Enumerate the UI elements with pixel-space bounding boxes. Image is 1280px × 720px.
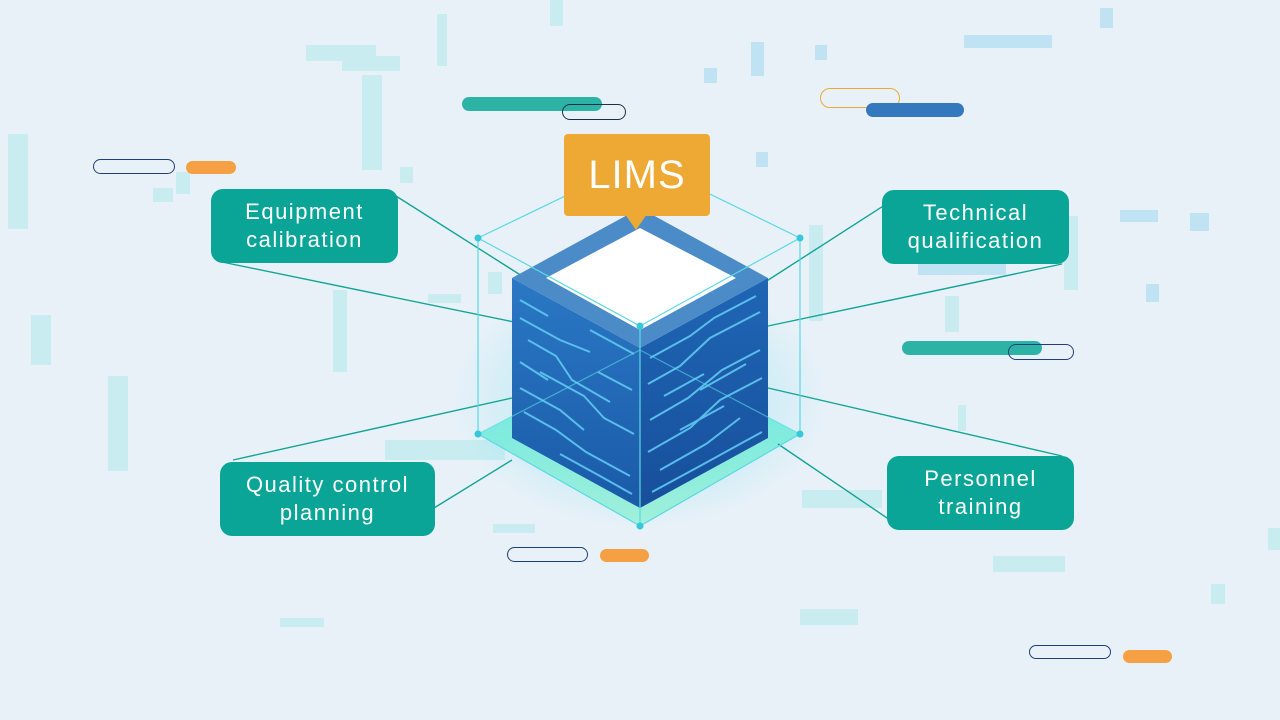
- decor-bar: [964, 35, 1052, 48]
- connector-line: [767, 263, 1063, 327]
- decor-bar: [1211, 584, 1225, 604]
- decor-pill: [1029, 645, 1111, 659]
- wireframe-nodes: [474, 234, 804, 530]
- decor-bar: [488, 272, 502, 294]
- decor-bar: [756, 152, 768, 167]
- connector-line: [221, 261, 515, 323]
- connector-line: [232, 397, 513, 461]
- label-equipment-calibration: Equipment calibration: [211, 189, 398, 263]
- label-personnel-training: Personnel training: [887, 456, 1074, 530]
- decor-bar: [342, 56, 400, 71]
- connector-line: [761, 191, 906, 285]
- decor-bar: [176, 172, 190, 194]
- decor-bar: [280, 618, 324, 627]
- decor-bar: [802, 490, 882, 508]
- decor-bar: [8, 134, 28, 229]
- label-technical-qualification: Technical qualification: [882, 190, 1069, 264]
- decor-pill: [820, 88, 900, 108]
- label-quality-control-planning: Quality control planning: [220, 462, 435, 536]
- decor-bar: [362, 75, 382, 170]
- decor-pill: [902, 341, 1042, 355]
- decor-bar: [1120, 210, 1158, 222]
- decor-bar: [1146, 284, 1159, 302]
- decor-bar: [800, 609, 858, 625]
- decor-pill: [1123, 650, 1172, 663]
- decor-bar: [993, 556, 1065, 572]
- decor-bar: [31, 315, 51, 365]
- decor-pill: [186, 161, 236, 174]
- decor-bar: [945, 296, 959, 332]
- decor-bar: [815, 45, 827, 60]
- decor-pill: [1008, 344, 1074, 360]
- decor-pill: [562, 104, 626, 120]
- connector-line: [767, 387, 1063, 457]
- decor-bar: [493, 524, 535, 533]
- decor-bar: [1268, 528, 1280, 550]
- decor-bar: [1190, 213, 1209, 231]
- decor-pill: [93, 159, 175, 174]
- decor-pill: [507, 547, 588, 562]
- lims-title: LIMS: [564, 134, 710, 216]
- decor-bar: [918, 264, 1006, 275]
- circuit-lines-left: [519, 299, 635, 495]
- decor-bar: [333, 290, 347, 372]
- cube-right-face: [640, 278, 768, 508]
- cube-top: [546, 228, 736, 330]
- decor-pill: [866, 103, 964, 117]
- decor-bar: [428, 294, 461, 303]
- decor-bar: [153, 188, 173, 202]
- cube-left-face: [512, 278, 640, 508]
- connector-line: [777, 443, 891, 521]
- connector-lines: [221, 191, 1063, 521]
- decor-bar: [704, 68, 717, 83]
- decor-bar: [751, 42, 764, 76]
- decor-bar: [400, 167, 413, 183]
- decor-bar: [809, 225, 823, 321]
- lims-callout-pointer: [625, 214, 647, 230]
- decor-bar: [958, 405, 966, 431]
- decor-bar: [550, 0, 563, 26]
- connector-line: [433, 459, 513, 509]
- decor-bar: [1100, 8, 1113, 28]
- decor-bar: [108, 376, 128, 471]
- connector-line: [395, 195, 523, 277]
- decor-pill: [600, 549, 649, 562]
- decor-bar: [437, 14, 447, 66]
